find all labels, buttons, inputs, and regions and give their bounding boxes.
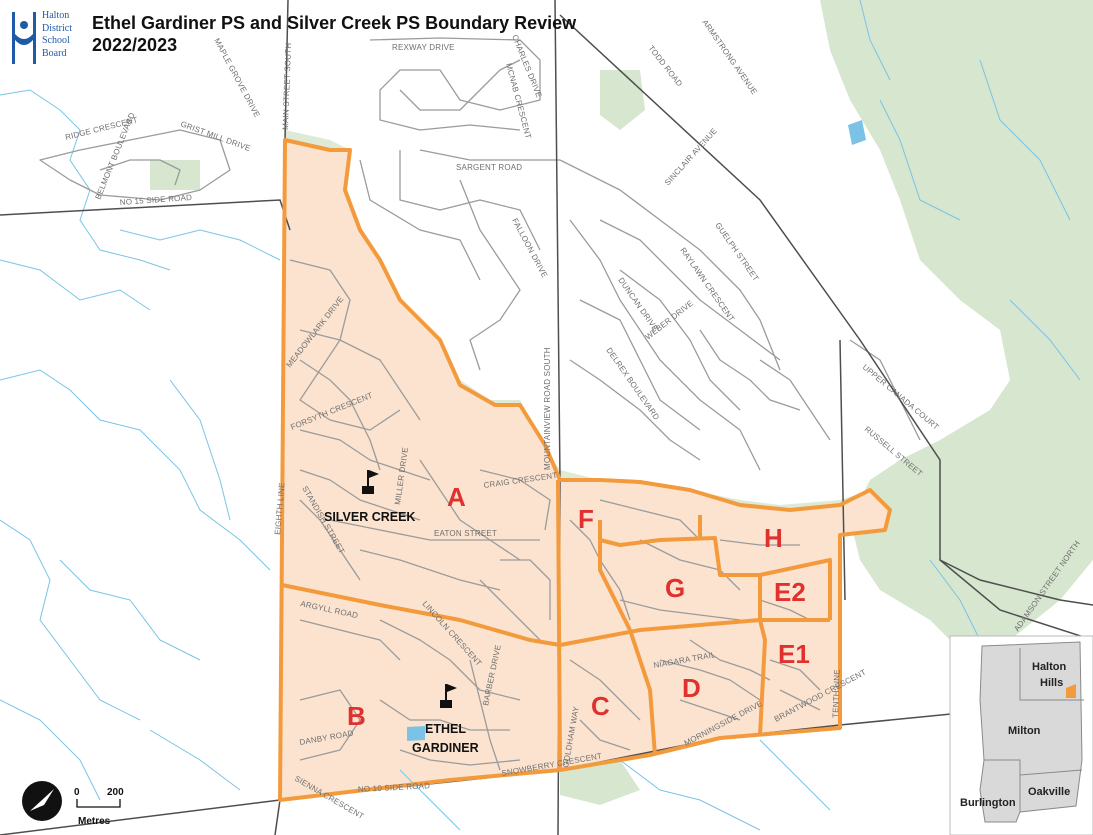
hdsb-logo-icon	[12, 12, 36, 64]
street-label: SARGENT ROAD	[456, 163, 522, 172]
boundaries	[278, 138, 892, 802]
title-block: Halton District School Board Ethel Gardi…	[0, 0, 640, 72]
scale-bar: 0 200 Metres	[74, 787, 124, 827]
scale-unit: Metres	[78, 816, 111, 827]
street-label: MAIN STREET SOUTH	[281, 43, 293, 131]
street-label: TENTH LINE	[831, 669, 842, 718]
area-label-e1: E1	[778, 639, 810, 669]
map-title: Ethel Gardiner PS and Silver Creek PS Bo…	[92, 12, 576, 56]
map-title-line2: 2022/2023	[92, 35, 178, 55]
school-label-ethel: ETHEL	[425, 722, 466, 736]
inset-label-halton: Halton	[1032, 661, 1067, 673]
hdsb-logo: Halton District School Board	[12, 10, 74, 66]
street-label: EATON STREET	[434, 529, 497, 538]
street-label: NO 10 SIDE ROAD	[358, 781, 431, 794]
area-label-a: A	[447, 482, 466, 512]
inset-label-milton: Milton	[1008, 725, 1041, 737]
area-labels: A B C D E1 E2 F G H	[347, 482, 810, 731]
scale-min: 0	[74, 787, 80, 798]
logo-line: Board	[42, 47, 67, 59]
logo-line: District	[42, 22, 72, 34]
north-arrow-icon	[22, 781, 62, 821]
area-label-d: D	[682, 673, 701, 703]
pond	[848, 120, 866, 145]
school-flag-icon	[362, 470, 379, 494]
logo-text: Halton District School Board	[42, 10, 72, 60]
area-label-b: B	[347, 701, 366, 731]
inset-label-hills: Hills	[1040, 677, 1063, 689]
school-label-gardiner: GARDINER	[412, 741, 479, 755]
street-label: REXWAY DRIVE	[392, 43, 455, 52]
pond-ethel	[407, 726, 425, 741]
map-title-line1: Ethel Gardiner PS and Silver Creek PS Bo…	[92, 13, 577, 33]
inset-label-burlington: Burlington	[960, 797, 1016, 809]
area-label-c: C	[591, 691, 610, 721]
study-area-locator	[1066, 684, 1076, 698]
area-label-f: F	[578, 504, 594, 534]
inset-label-oakville: Oakville	[1028, 786, 1070, 798]
scale-max: 200	[107, 787, 124, 798]
area-label-g: G	[665, 573, 685, 603]
street-label: MOUNTAINVIEW ROAD SOUTH	[543, 347, 552, 470]
school-label-silver-creek: SILVER CREEK	[324, 510, 415, 524]
area-label-e2: E2	[774, 577, 806, 607]
area-label-h: H	[764, 523, 783, 553]
study-area-fill	[280, 140, 890, 800]
school-flag-icon	[440, 684, 457, 708]
inset-map: Halton Hills Milton Oakville Burlington	[949, 635, 1093, 835]
logo-line: School	[42, 35, 70, 46]
logo-line: Halton	[42, 10, 70, 21]
local-streets	[39, 37, 921, 771]
